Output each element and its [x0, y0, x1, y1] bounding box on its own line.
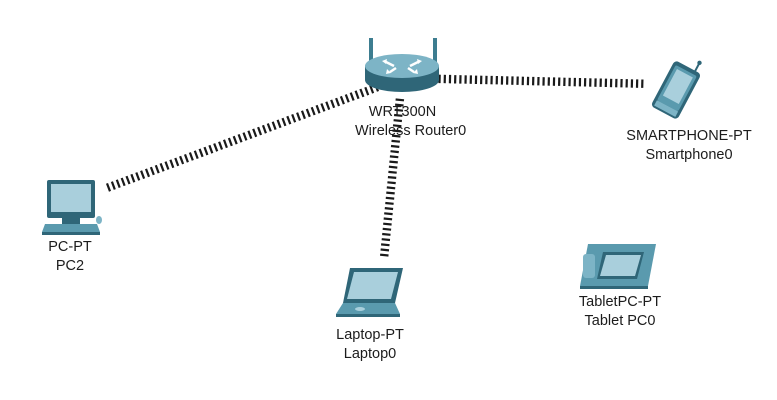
smartphone-label: SMARTPHONE-PT Smartphone0	[619, 127, 759, 165]
smartphone-name: Smartphone0	[645, 147, 733, 163]
pc-label: PC-PT PC2	[30, 238, 110, 276]
wireless-link-router-laptop[interactable]	[379, 98, 405, 257]
router-model: WRT300N	[368, 104, 437, 120]
tablet-name: Tablet PC0	[584, 313, 656, 329]
wireless-link-router-pc[interactable]	[105, 81, 384, 192]
router-name: Wireless Router0	[355, 123, 467, 139]
tablet-icon[interactable]	[580, 244, 656, 289]
pc-name: PC2	[55, 258, 85, 274]
router-label: WRT300N Wireless Router0	[355, 103, 467, 141]
smartphone-icon[interactable]	[651, 50, 707, 120]
laptop-model: Laptop-PT	[336, 327, 404, 343]
pc-icon[interactable]	[42, 180, 102, 235]
wireless-link-router-smartphone[interactable]	[422, 74, 644, 88]
laptop-name: Laptop0	[343, 346, 397, 362]
router-icon[interactable]	[365, 38, 439, 92]
laptop-icon[interactable]	[336, 268, 403, 317]
tablet-label: TabletPC-PT Tablet PC0	[565, 293, 675, 331]
tablet-model: TabletPC-PT	[578, 294, 662, 310]
pc-model: PC-PT	[48, 239, 92, 255]
laptop-label: Laptop-PT Laptop0	[320, 326, 420, 364]
wireless-links	[105, 74, 644, 257]
smartphone-model: SMARTPHONE-PT	[626, 128, 752, 144]
